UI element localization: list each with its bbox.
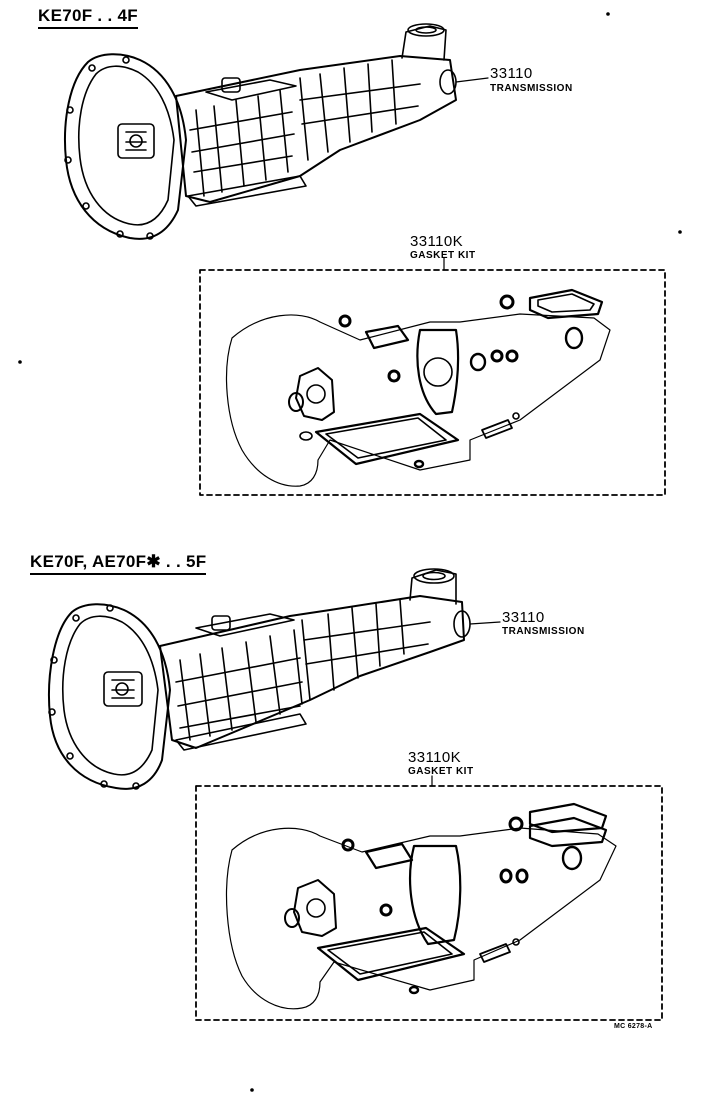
transmission-4f-illustration (63, 23, 489, 240)
part-name-transmission-4f: TRANSMISSION (490, 83, 573, 94)
part-name-transmission-5f: TRANSMISSION (502, 626, 585, 637)
section-title-5f: KE70F, AE70F✱ . . 5F (30, 552, 207, 575)
gasket-kit-5f-illustration (195, 775, 663, 1021)
part-name-gasket-kit-4f: GASKET KIT (410, 250, 476, 261)
transmission-5f-illustration (47, 568, 501, 790)
illustration-reference-code: MC 6278-A (614, 1023, 653, 1030)
gasket-kit-4f-illustration (199, 257, 666, 496)
part-number-gasket-kit-4f: 33110K (410, 233, 464, 250)
part-number-transmission-5f: 33110 (502, 609, 545, 626)
section-title-4f: KE70F . . 4F (38, 6, 138, 29)
part-number-gasket-kit-5f: 33110K (408, 749, 462, 766)
part-name-gasket-kit-5f: GASKET KIT (408, 766, 474, 777)
part-number-transmission-4f: 33110 (490, 65, 533, 82)
